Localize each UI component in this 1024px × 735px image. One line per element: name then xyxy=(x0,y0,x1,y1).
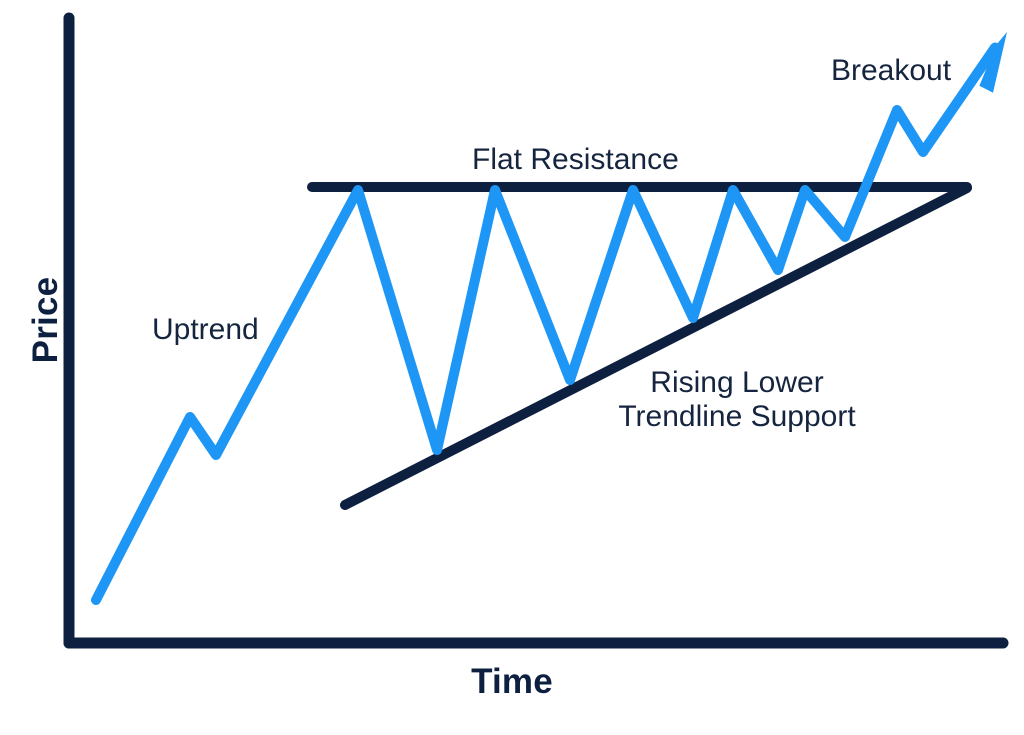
price-line-series xyxy=(91,42,1001,605)
x-axis-label: Time xyxy=(471,662,553,701)
annotation-flat-resistance: Flat Resistance xyxy=(472,143,679,176)
annotation-uptrend: Uptrend xyxy=(152,313,259,346)
axes-group xyxy=(63,12,1009,649)
annotation-breakout: Breakout xyxy=(831,54,952,87)
breakout-arrow-icon xyxy=(974,32,1007,93)
rising-lower-trendline-support-line xyxy=(340,183,972,510)
annotation-rising-lower-trendline-support: Rising Lower Trendline Support xyxy=(618,366,856,433)
y-axis-label: Price xyxy=(26,276,65,364)
